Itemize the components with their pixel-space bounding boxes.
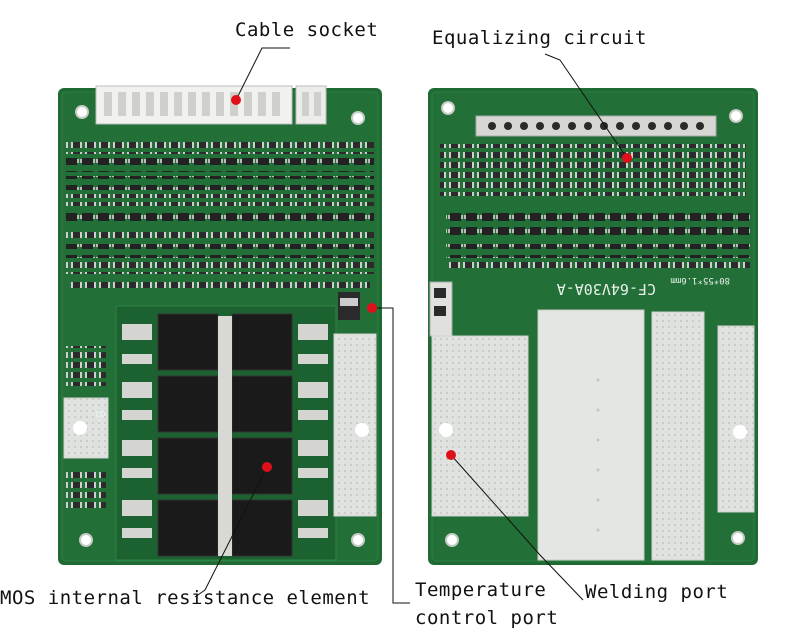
marker-equalizing: [622, 153, 632, 163]
temperature-label-line1: Temperature: [415, 579, 547, 601]
temperature-label-line2: control port: [415, 607, 559, 629]
marker-temperature: [367, 303, 377, 313]
left-board: B-: [58, 85, 382, 565]
marker-mos: [262, 462, 272, 472]
leader-temperature: [372, 307, 410, 604]
cable-socket-label: Cable socket: [235, 19, 379, 41]
board-size-print: 80*55*1.6mm: [670, 275, 730, 285]
board-model-print: CF-64V30A-A: [557, 280, 656, 298]
leader-cable-socket: [235, 47, 290, 101]
equalizing-circuit-label: Equalizing circuit: [432, 27, 647, 49]
marker-cable-socket: [231, 95, 241, 105]
welding-port-label: Welding port: [585, 581, 729, 603]
mosfet-array: [115, 305, 337, 561]
pad-label-b-minus: B-: [93, 410, 107, 423]
marker-welding: [446, 450, 456, 460]
leader-mos: [194, 466, 268, 598]
leader-welding: [450, 454, 584, 601]
leader-lines: [194, 47, 628, 604]
right-board: CF-64V30A-A 80*55*1.6mm: [428, 88, 758, 565]
marker-dots: [231, 95, 632, 472]
leader-equalizing: [544, 53, 628, 159]
mos-element-label: MOS internal resistance element: [0, 587, 371, 609]
cable-socket-connector: [95, 85, 327, 125]
